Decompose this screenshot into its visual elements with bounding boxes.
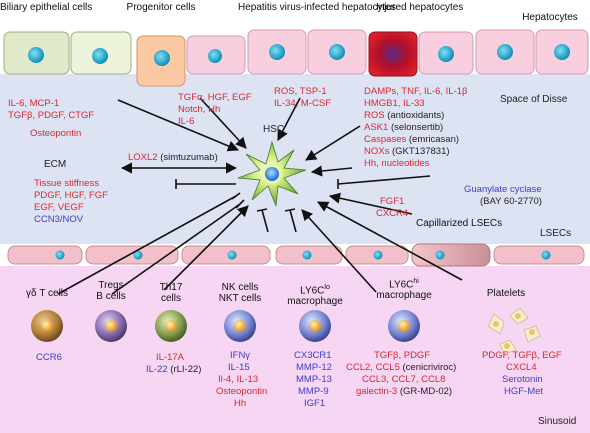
immune-cells	[31, 310, 420, 342]
nucleus	[438, 46, 454, 62]
factor-injured-3: ROS (antioxidants)	[364, 110, 445, 121]
name-gd-t: γδ T cells	[25, 288, 69, 299]
nucleus	[28, 47, 44, 63]
nucleus	[154, 50, 170, 66]
imm-il22: IL-22 (rLI-22)	[146, 364, 202, 375]
imm-ifng: IFNγ	[230, 350, 251, 361]
label-capillarized-lsecs: Capillarized LSECs	[416, 218, 503, 229]
nucleus	[497, 44, 513, 60]
imm-il4: Il-4, IL-13	[218, 374, 259, 385]
imm-igf1: IGF1	[304, 398, 326, 409]
lsec	[181, 245, 271, 265]
nucleus	[554, 44, 570, 60]
factor-injured-5: Caspases (emricasan)	[364, 134, 460, 145]
imm-pl-2: CXCL4	[506, 362, 537, 373]
lsec	[7, 245, 83, 265]
imm-ccl2: CCL2, CCL5 (cenicriviroc)	[346, 362, 457, 373]
arrows	[117, 97, 463, 293]
lsec	[493, 245, 585, 265]
factor-ecm-2: PDGF, HGF, FGF	[34, 190, 108, 201]
header-progenitor: Progenitor cells	[126, 2, 196, 13]
label-sinusoid: Sinusoid	[538, 416, 577, 427]
imm-pl-3: Serotonin	[502, 374, 543, 385]
imm-ccl3: CCL3, CCL7, CCL8	[362, 374, 446, 385]
factor-biliary-3: Osteopontin	[30, 128, 82, 139]
hepatocyte-row	[3, 29, 589, 87]
factor-progenitor-2: Notch, Hh	[178, 104, 221, 115]
imm-hh: Hh	[234, 398, 247, 409]
factor-hepatitis-2: IL-34, M-CSF	[274, 98, 332, 109]
label-lsecs: LSECs	[540, 228, 572, 239]
factor-biliary-1: IL-6, MCP-1	[8, 98, 60, 109]
imm-mmp9: MMP-9	[298, 386, 329, 397]
lsec	[85, 245, 179, 265]
imm-cx3cr1: CX3CR1	[294, 350, 332, 361]
imm-opn: Osteopontin	[216, 386, 268, 397]
factor-loxl2: LOXL2 (simtuzumab)	[128, 152, 218, 163]
factor-guanylate-1: Guanylate cyclase	[464, 184, 542, 195]
imm-il17a: IL-17A	[156, 352, 184, 363]
imm-mmp12: MMP-12	[296, 362, 332, 373]
factor-guanylate-2: (BAY 60-2770)	[480, 196, 542, 207]
factor-injured-4: ASK1 (selonsertib)	[364, 122, 444, 133]
factor-ecm-1: Tissue stiffness	[34, 178, 99, 189]
label-hsc: HSC	[263, 124, 285, 135]
platelets	[487, 307, 541, 355]
nucleus	[208, 49, 222, 63]
name-platelets: Platelets	[486, 288, 526, 299]
header-biliary: Biliary epithelial cells	[0, 2, 93, 13]
header-hepatocytes: Hepatocytes	[522, 12, 578, 23]
factor-injured-1: DAMPs, TNF, IL-6, IL-1β	[364, 86, 468, 97]
factor-injured-2: HMGB1, IL-33	[364, 98, 425, 109]
capillarized-lsec	[411, 243, 491, 267]
imm-pl-4: HGF-Met	[504, 386, 544, 397]
factor-ecm-3: EGF, VEGF	[34, 202, 84, 213]
hsc-cell	[237, 140, 307, 207]
imm-gal3: galectin-3 (GR-MD-02)	[356, 386, 453, 397]
factor-ecm-4: CCN3/NOV	[34, 214, 84, 225]
space-of-disse-region	[0, 74, 590, 244]
imm-mmp13: MMP-13	[296, 374, 332, 385]
nucleus	[92, 48, 108, 64]
nucleus	[269, 44, 285, 60]
label-space-of-disse: Space of Disse	[500, 94, 568, 105]
factor-biliary-2: TGFβ, PDGF, CTGF	[8, 110, 95, 121]
factor-injured-6: NOXs (GKT137831)	[364, 146, 450, 157]
header-hepatitis: Hepatitis virus-infected hepatocytes	[238, 2, 396, 13]
factor-cxcr4: CXCR4	[376, 208, 409, 219]
imm-tgfb-pdgf: TGFβ, PDGF	[374, 350, 431, 361]
factor-progenitor-1: TGFα, HGF, EGF	[178, 92, 252, 103]
factor-injured-7: Hh, nucleotides	[364, 158, 430, 169]
factor-progenitor-3: IL-6	[178, 116, 195, 127]
inhibitory-lines	[57, 175, 431, 295]
nucleus	[329, 44, 345, 60]
factor-hepatitis-1: ROS, TSP-1	[274, 86, 327, 97]
imm-pl-1: PDGF, TGFβ, EGF	[482, 350, 562, 361]
imm-il15: IL-15	[228, 362, 250, 373]
sinusoid-region	[0, 266, 590, 433]
factor-fgf1: FGF1	[380, 196, 405, 207]
injured-hepatocyte	[368, 31, 418, 77]
imm-ccr6: CCR6	[36, 352, 62, 363]
header-injured: Injured hepatocytes	[376, 2, 464, 13]
label-ecm: ECM	[44, 159, 67, 170]
lsec-row	[7, 243, 585, 267]
